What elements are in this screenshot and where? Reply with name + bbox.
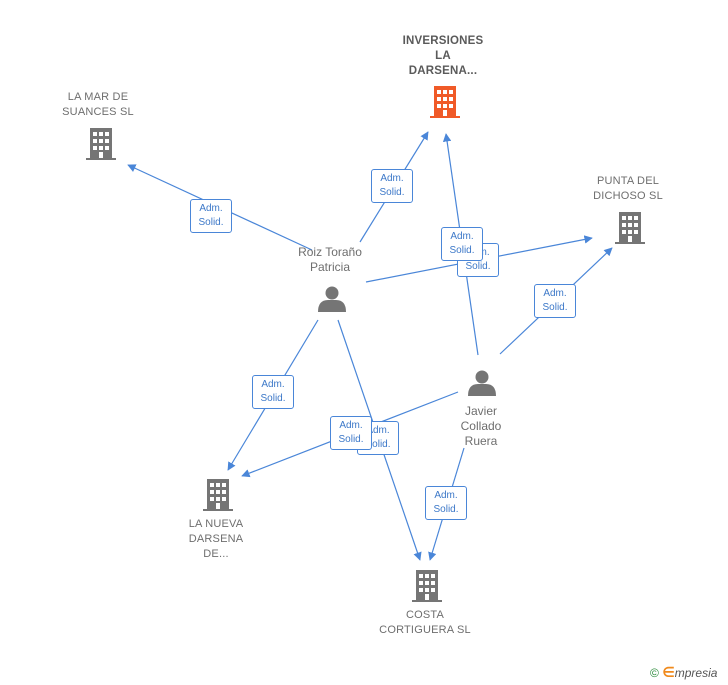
company-label-lamar[interactable]: LA MAR DE SUANCES SL [62, 91, 134, 118]
copyright-icon: © [650, 666, 659, 680]
brand-name: mpresia [674, 666, 718, 680]
building-icon-lamar [86, 128, 116, 160]
company-label-inversiones[interactable]: INVERSIONES LA DARSENA... [402, 35, 484, 77]
relation-badge[interactable]: Adm. Solid. [371, 169, 413, 203]
building-icon-costa [412, 570, 442, 602]
person-icon-roiz [318, 286, 346, 312]
relation-badge[interactable]: Adm. Solid. [190, 199, 232, 233]
company-label-punta[interactable]: PUNTA DEL DICHOSO SL [593, 175, 663, 202]
building-icon-punta [615, 212, 645, 244]
building-icon-inversiones [430, 86, 460, 118]
relation-badge[interactable]: Adm. Solid. [441, 227, 483, 261]
person-label-javier[interactable]: Javier Collado Ruera [460, 404, 502, 448]
company-label-costa[interactable]: COSTA CORTIGUERA SL [379, 609, 471, 636]
relation-badge[interactable]: Adm. Solid. [534, 284, 576, 318]
building-icon-nueva [203, 479, 233, 511]
person-icon-javier [468, 370, 496, 396]
relation-badge[interactable]: Adm. Solid. [252, 375, 294, 409]
relation-badge[interactable]: Adm. Solid. [330, 416, 372, 450]
person-label-roiz[interactable]: Roiz Toraño Patricia [298, 245, 362, 274]
relation-badge[interactable]: Adm. Solid. [425, 486, 467, 520]
brand-footer: © ∈mpresia [650, 664, 717, 681]
company-label-nueva[interactable]: LA NUEVA DARSENA DE... [188, 518, 244, 560]
brand-logo-e: ∈ [662, 664, 675, 680]
